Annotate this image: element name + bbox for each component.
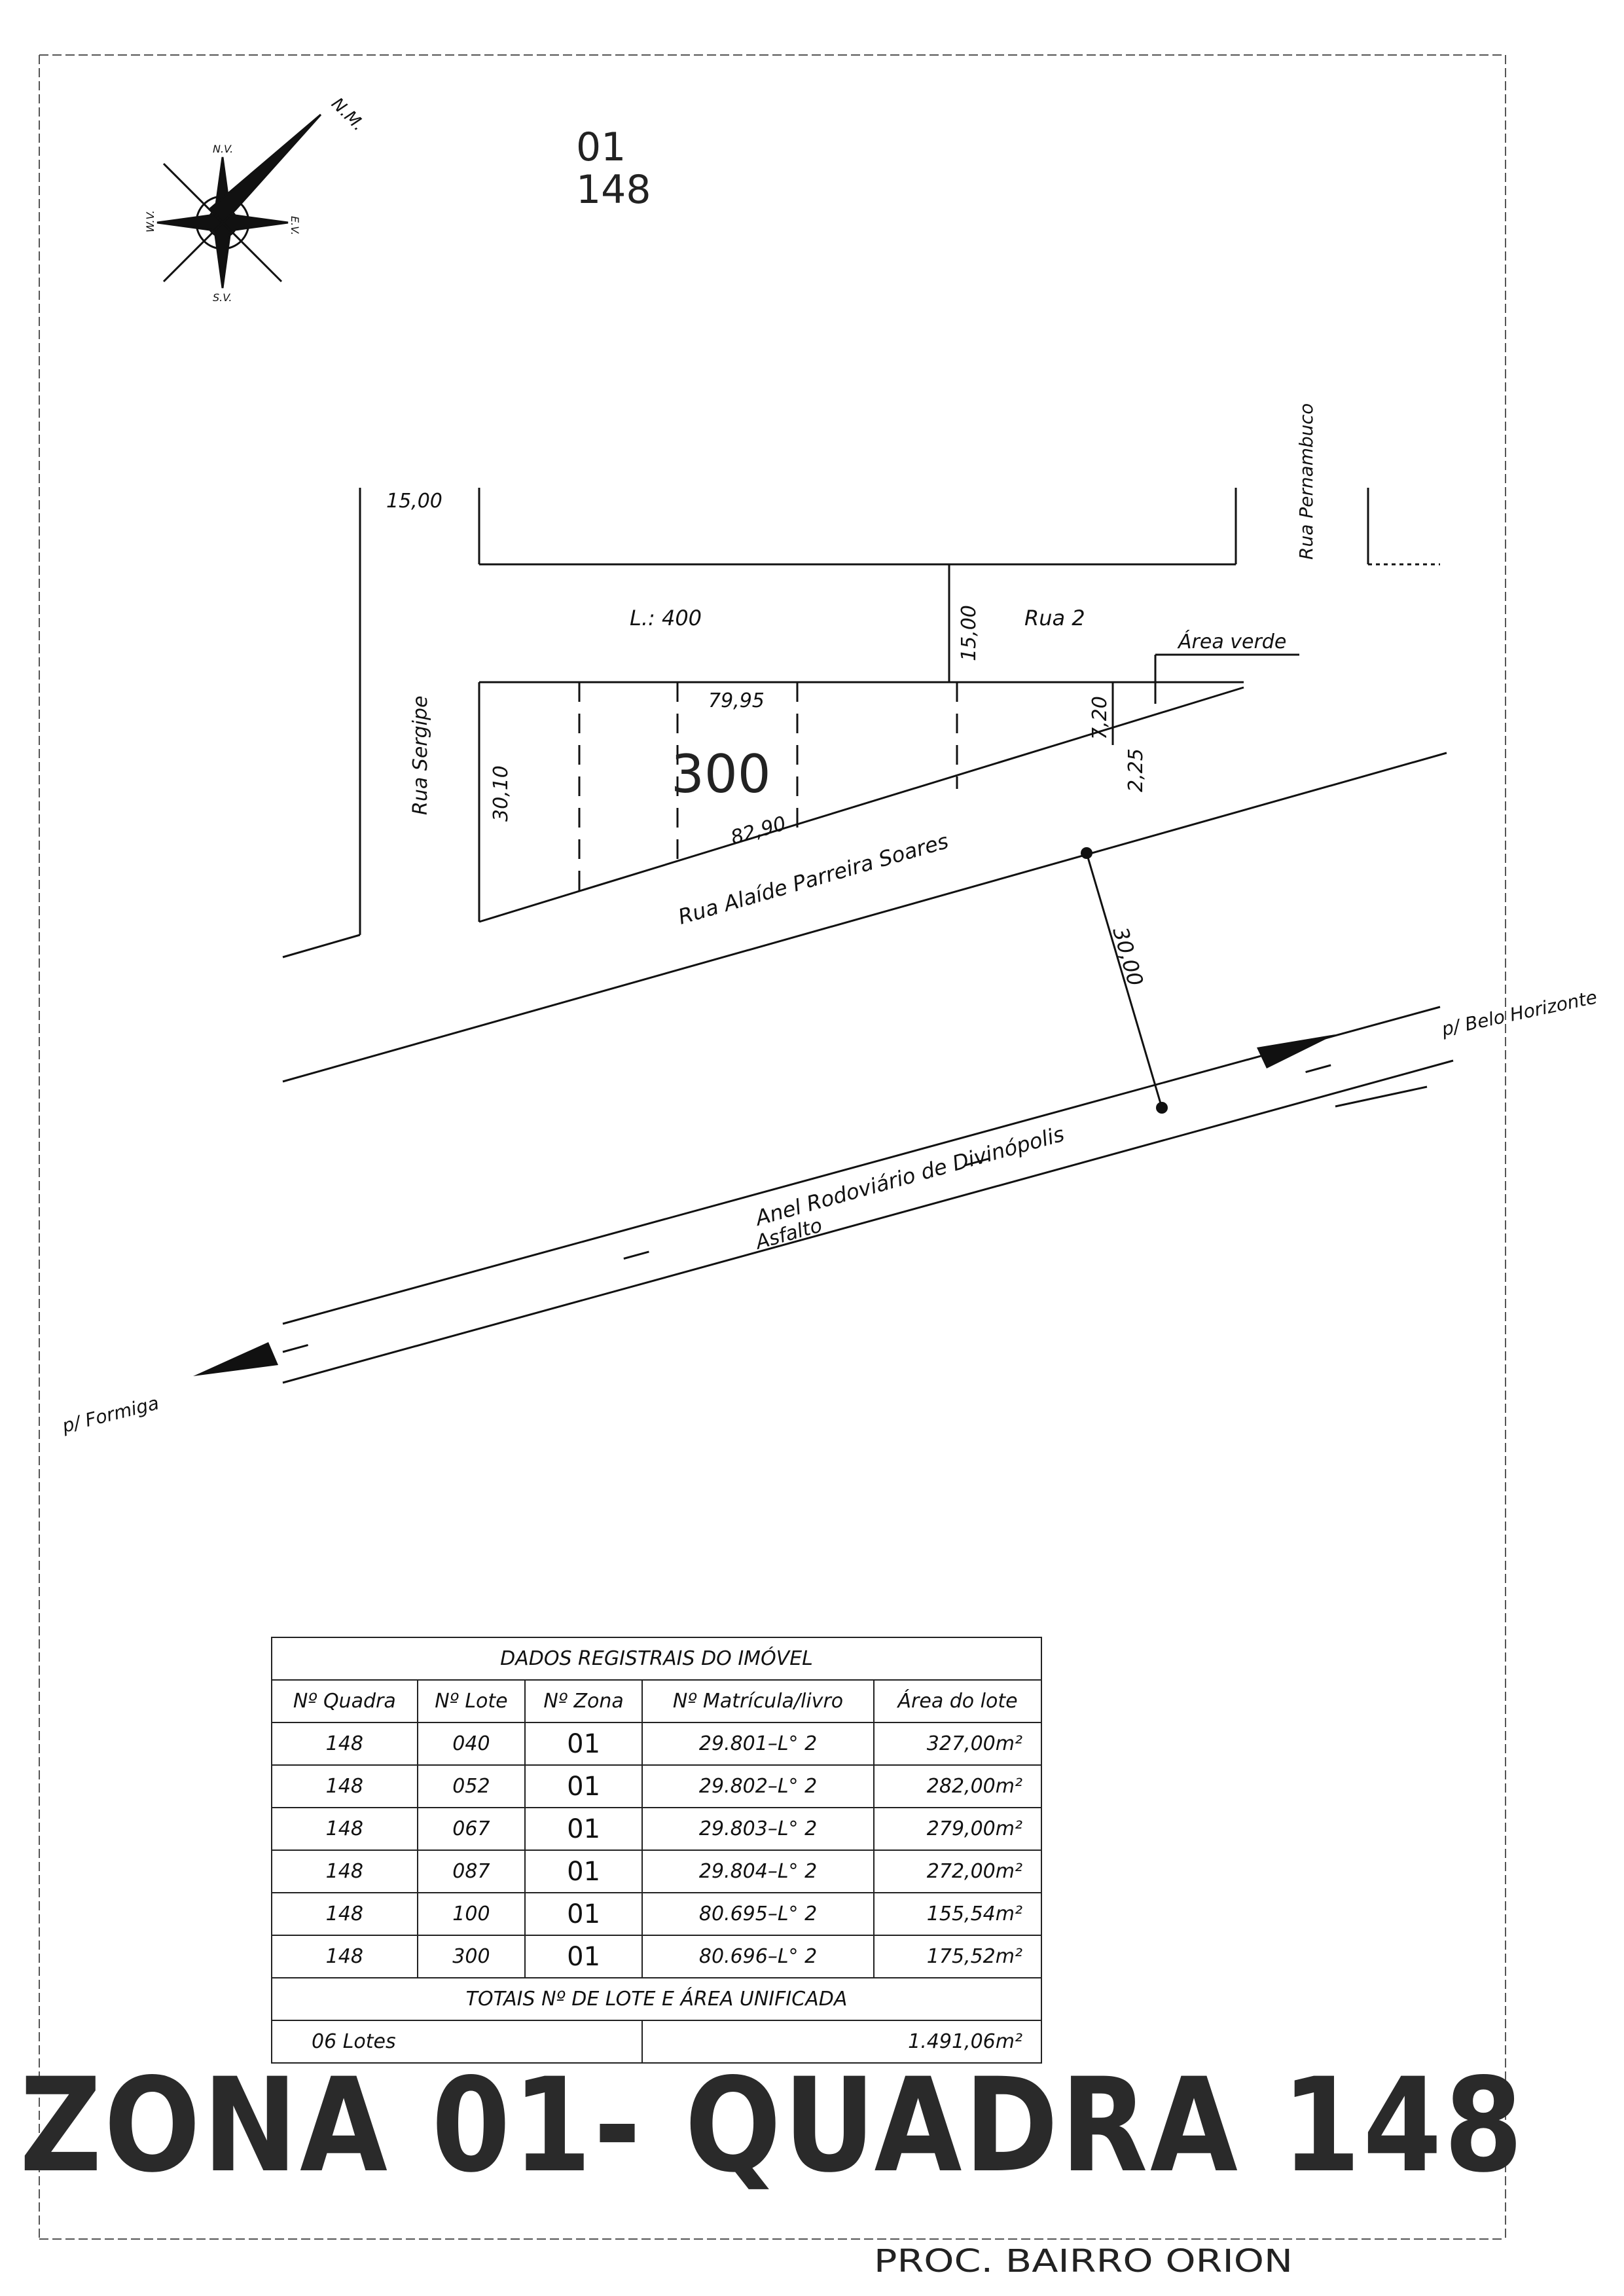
cell-zona: 01 bbox=[524, 1892, 643, 1936]
header-matricula: Nº Matrícula/livro bbox=[641, 1679, 875, 1723]
table-row: 148 040 01 29.801–L° 2 327,00m² bbox=[271, 1722, 1042, 1766]
total-area: 1.491,06m² bbox=[641, 2020, 1043, 2064]
cell-lote: 300 bbox=[416, 1935, 526, 1978]
dimension-verde-offset: 2,25 bbox=[1125, 748, 1147, 792]
header-lote: Nº Lote bbox=[416, 1679, 526, 1723]
cell-area: 272,00m² bbox=[873, 1850, 1042, 1893]
dimension-point-top bbox=[1081, 847, 1092, 859]
totals-title-row: TOTAIS Nº DE LOTE E ÁREA UNIFICADA bbox=[271, 1977, 1042, 2021]
label-to-formiga: p/ Formiga bbox=[60, 1392, 161, 1437]
label-rua-alaide: Rua Alaíde Parreira Soares bbox=[676, 828, 951, 929]
cell-area: 175,52m² bbox=[873, 1935, 1042, 1978]
street-lines bbox=[282, 488, 1454, 1384]
cell-matricula: 80.696–L° 2 bbox=[641, 1935, 875, 1978]
cell-area: 282,00m² bbox=[873, 1764, 1042, 1808]
dimension-road-width: 30,00 bbox=[1108, 924, 1148, 989]
cell-matricula: 29.804–L° 2 bbox=[641, 1850, 875, 1893]
compass-w-label: W.V. bbox=[144, 210, 156, 232]
cell-quadra: 148 bbox=[271, 1764, 418, 1808]
cell-area: 279,00m² bbox=[873, 1807, 1042, 1851]
north-label: N.M. bbox=[327, 94, 369, 136]
table-title-row: DADOS REGISTRAIS DO IMÓVEL bbox=[271, 1637, 1042, 1681]
arrow-to-formiga-icon bbox=[193, 1342, 278, 1376]
signature: PROC. BAIRRO ORION bbox=[874, 2243, 1293, 2280]
table-row: 148 300 01 80.696–L° 2 175,52m² bbox=[271, 1935, 1042, 1978]
cell-lote: 052 bbox=[416, 1764, 526, 1808]
cell-zona: 01 bbox=[524, 1935, 643, 1978]
dimension-rua2-width: 15,00 bbox=[958, 605, 981, 661]
cell-lote: 100 bbox=[416, 1892, 526, 1936]
arrow-to-belo-horizonte-icon bbox=[1257, 1034, 1335, 1068]
label-lot-400: L.: 400 bbox=[630, 606, 702, 630]
table-row: 148 087 01 29.804–L° 2 272,00m² bbox=[271, 1850, 1042, 1893]
cell-area: 155,54m² bbox=[873, 1892, 1042, 1936]
compass-rose-icon bbox=[156, 113, 322, 289]
cell-zona: 01 bbox=[524, 1850, 643, 1893]
cell-zona: 01 bbox=[524, 1807, 643, 1851]
label-rua-2: Rua 2 bbox=[1024, 606, 1085, 630]
header-quadra: Nº Quadra bbox=[271, 1679, 418, 1723]
cell-matricula: 29.803–L° 2 bbox=[641, 1807, 875, 1851]
header-area: Área do lote bbox=[873, 1679, 1042, 1723]
header-zona: Nº Zona bbox=[524, 1679, 643, 1723]
cell-quadra: 148 bbox=[271, 1892, 418, 1936]
dimension-front-top: 79,95 bbox=[708, 689, 765, 712]
totals-row: 06 Lotes 1.491,06m² bbox=[271, 2020, 1043, 2064]
table-header-row: Nº Quadra Nº Lote Nº Zona Nº Matrícula/l… bbox=[271, 1679, 1042, 1723]
dimension-top-left: 15,00 bbox=[386, 490, 442, 513]
cell-quadra: 148 bbox=[271, 1722, 418, 1766]
totals-title: TOTAIS Nº DE LOTE E ÁREA UNIFICADA bbox=[271, 1977, 1042, 2021]
label-area-verde: Área verde bbox=[1177, 630, 1286, 653]
compass-s-label: S.V. bbox=[213, 291, 232, 304]
dimension-point-bottom bbox=[1156, 1102, 1168, 1114]
cell-zona: 01 bbox=[524, 1722, 643, 1766]
sheet-border bbox=[39, 54, 1506, 2240]
cell-matricula: 29.801–L° 2 bbox=[641, 1722, 875, 1766]
cell-area: 327,00m² bbox=[873, 1722, 1042, 1766]
cell-matricula: 80.695–L° 2 bbox=[641, 1892, 875, 1936]
cell-zona: 01 bbox=[524, 1764, 643, 1808]
cell-lote: 087 bbox=[416, 1850, 526, 1893]
table-row: 148 067 01 29.803–L° 2 279,00m² bbox=[271, 1807, 1042, 1851]
label-lot-300: 300 bbox=[671, 744, 771, 805]
compass-e-label: E.V. bbox=[289, 216, 301, 235]
dimension-side: 30,10 bbox=[490, 765, 513, 822]
dimension-verde-height: 7,20 bbox=[1089, 696, 1111, 740]
label-anel-rodoviario: Anel Rodoviário de Divinópolis bbox=[751, 1121, 1067, 1231]
cell-quadra: 148 bbox=[271, 1935, 418, 1978]
compass-n-label: N.V. bbox=[213, 143, 233, 155]
handwritten-zone: 01 bbox=[576, 124, 626, 170]
zone-block-stamp: ZONA 01- QUADRA 148 bbox=[20, 2050, 1525, 2201]
table-row: 148 100 01 80.695–L° 2 155,54m² bbox=[271, 1892, 1042, 1936]
dimension-front-bottom: 82,90 bbox=[729, 812, 789, 849]
cell-quadra: 148 bbox=[271, 1850, 418, 1893]
cell-quadra: 148 bbox=[271, 1807, 418, 1851]
registry-table: DADOS REGISTRAIS DO IMÓVEL Nº Quadra Nº … bbox=[271, 1637, 1043, 2064]
label-rua-sergipe: Rua Sergipe bbox=[409, 696, 432, 816]
label-rua-pernambuco: Rua Pernambuco bbox=[1295, 403, 1317, 560]
table-row: 148 052 01 29.802–L° 2 282,00m² bbox=[271, 1764, 1042, 1808]
label-to-belo-horizonte: p/ Belo Horizonte bbox=[1439, 986, 1599, 1040]
handwritten-block: 148 bbox=[576, 167, 651, 213]
cell-lote: 067 bbox=[416, 1807, 526, 1851]
cell-lote: 040 bbox=[416, 1722, 526, 1766]
table-title: DADOS REGISTRAIS DO IMÓVEL bbox=[271, 1637, 1042, 1681]
total-lots: 06 Lotes bbox=[271, 2020, 643, 2064]
cell-matricula: 29.802–L° 2 bbox=[641, 1764, 875, 1808]
